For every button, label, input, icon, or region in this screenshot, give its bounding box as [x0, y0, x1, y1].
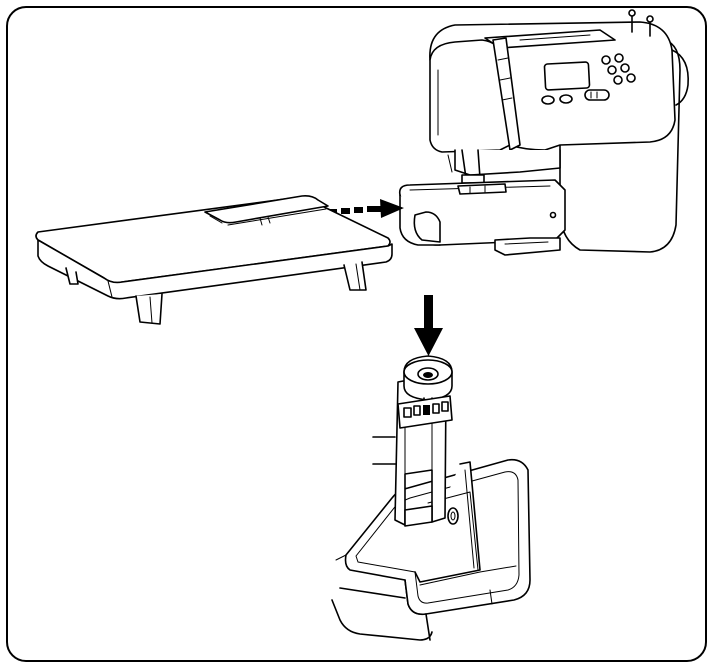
- press-down-arrow: [414, 295, 443, 356]
- extension-table: [35, 195, 393, 325]
- accessory-compartment: [331, 355, 531, 641]
- sewing-machine: [398, 9, 689, 256]
